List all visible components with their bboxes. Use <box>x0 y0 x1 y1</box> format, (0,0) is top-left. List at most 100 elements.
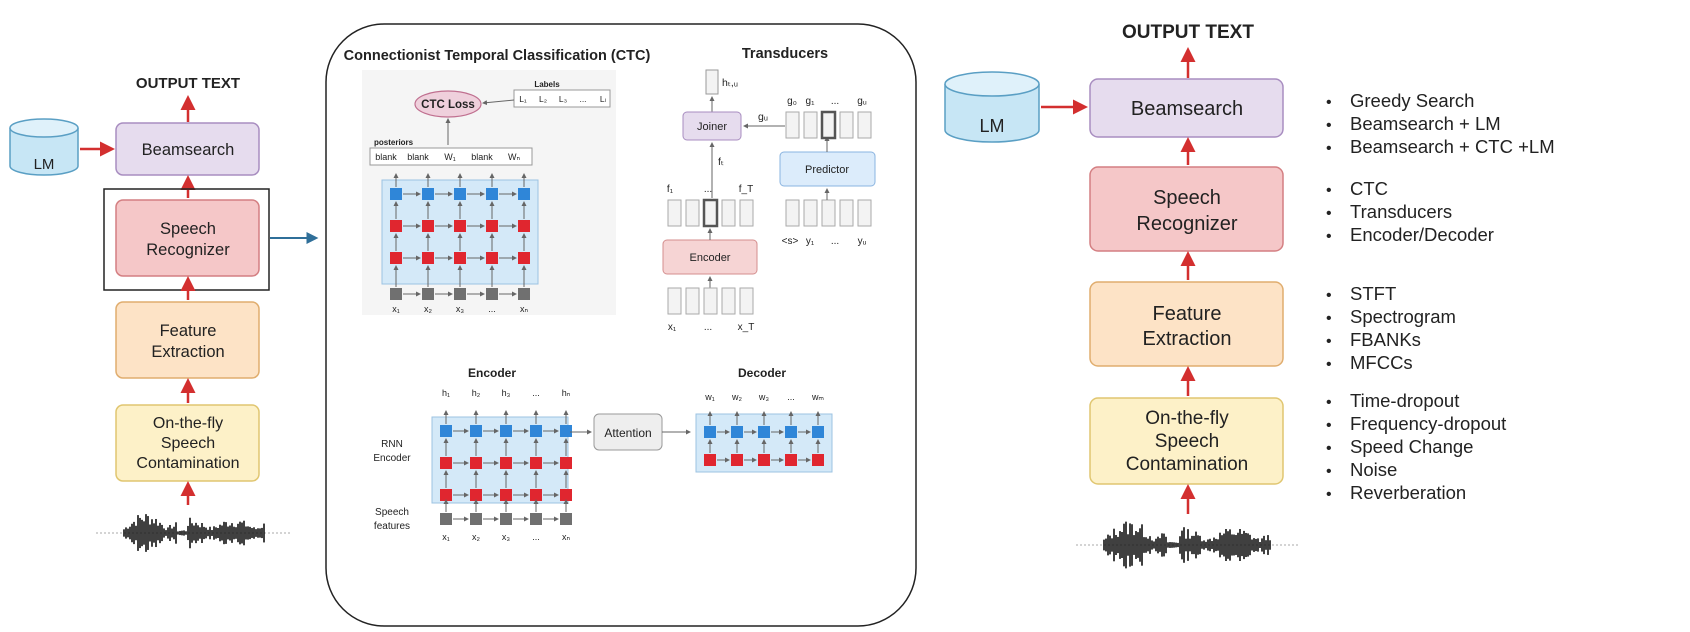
decoder-cell <box>785 454 797 466</box>
decoder-cell <box>704 454 716 466</box>
list-item: Spectrogram <box>1326 306 1456 329</box>
decoder-w-label: ... <box>787 392 795 402</box>
ctc-label-item: L₂ <box>539 94 547 104</box>
transducer-x-cell <box>703 287 718 315</box>
rnn-encoder-label-2: Encoder <box>373 453 411 464</box>
rnn-cell <box>530 457 542 469</box>
feature-options-list: STFT Spectrogram FBANKs MFCCs <box>1326 283 1456 375</box>
input-cell <box>390 288 402 300</box>
list-item: Speed Change <box>1326 436 1506 459</box>
encoder-h-label: h₃ <box>502 388 511 398</box>
rnn-cell <box>422 188 434 200</box>
transducer-y-label: ... <box>831 236 839 247</box>
rnn-cell <box>500 457 512 469</box>
left-recognizer-line2: Recognizer <box>146 241 230 259</box>
encdec-decoder-title: Decoder <box>738 366 786 380</box>
encoder-x-label: x₁ <box>442 532 450 542</box>
input-cell <box>500 513 512 525</box>
right-contamination-line2: Speech <box>1155 431 1219 452</box>
right-beamsearch-label: Beamsearch <box>1131 98 1243 120</box>
left-feature-box <box>115 301 260 379</box>
left-recognizer-box <box>115 199 260 277</box>
list-item: Time-dropout <box>1326 390 1506 413</box>
decoder-cell <box>812 454 824 466</box>
transducer-f-label: ... <box>704 184 712 195</box>
transducer-y-label: <s> <box>782 236 799 247</box>
transducer-g-cell <box>857 111 872 139</box>
decoder-cell <box>704 426 716 438</box>
rnn-cell <box>454 252 466 264</box>
ctc-labels-title: Labels <box>534 80 560 89</box>
ctc-input-label: x₂ <box>424 304 433 314</box>
left-pipeline: OUTPUT TEXT LM Beamsearch Speech Recogni… <box>9 75 319 552</box>
right-feature-line1: Feature <box>1153 303 1222 325</box>
ctc-posteriors-box <box>369 147 533 166</box>
rnn-cell <box>390 188 402 200</box>
rnn-cell <box>470 425 482 437</box>
left-waveform <box>96 514 292 552</box>
ctc-label-item: ... <box>579 94 586 104</box>
list-item: Transducers <box>1326 201 1494 224</box>
right-lm-label: LM <box>979 116 1004 136</box>
left-lm-cylinder: LM <box>9 118 79 176</box>
ctc-posterior-item: blank <box>407 152 429 162</box>
transducer-f-label: f_T <box>739 184 753 195</box>
rnn-cell <box>440 425 452 437</box>
predictor-label: Predictor <box>805 164 849 176</box>
input-cell <box>440 513 452 525</box>
transducer-x-label: x₁ <box>668 322 677 333</box>
transducer-gu-label: gᵤ <box>758 111 768 123</box>
transducers-title: Transducers <box>742 46 828 62</box>
list-item: Greedy Search <box>1326 90 1555 113</box>
right-feature-line2: Extraction <box>1143 328 1232 350</box>
left-contamination-line1: On-the-fly <box>153 415 223 432</box>
left-recognizer-line1: Speech <box>160 220 216 238</box>
ctc-input-label: x₃ <box>456 304 465 314</box>
rnn-cell <box>440 489 452 501</box>
transducer-g-cell <box>839 111 854 139</box>
transducer-f-label: f₁ <box>667 184 674 195</box>
transducer-y-cell <box>803 199 818 227</box>
encoder-h-label: h₁ <box>442 388 450 398</box>
center-panel: Connectionist Temporal Classification (C… <box>325 23 917 627</box>
input-cell <box>422 288 434 300</box>
joiner-label: Joiner <box>697 121 727 133</box>
transducer-f-cell <box>685 199 700 227</box>
rnn-cell <box>530 489 542 501</box>
joiner-box <box>682 111 742 141</box>
ctc-input-label: x₁ <box>392 304 400 314</box>
transducer-g-cell <box>785 111 800 139</box>
rnn-cell <box>390 252 402 264</box>
encoder-x-label: ... <box>532 532 540 542</box>
decoder-cell <box>758 454 770 466</box>
transducer-g-label: g₁ <box>806 96 816 107</box>
decoder-w-label: w₁ <box>704 392 715 402</box>
list-item: STFT <box>1326 283 1456 306</box>
transducer-g-label: gᵤ <box>857 96 867 107</box>
rnn-cell <box>560 457 572 469</box>
right-contamination-line3: Contamination <box>1126 454 1249 475</box>
list-item: FBANKs <box>1326 329 1456 352</box>
ctc-input-label: ... <box>488 304 496 314</box>
right-output-text: OUTPUT TEXT <box>1122 22 1254 43</box>
rnn-encoder-label-1: RNN <box>381 439 403 450</box>
transducer-x-cell <box>739 287 754 315</box>
list-item: Encoder/Decoder <box>1326 224 1494 247</box>
right-recognizer-line2: Recognizer <box>1136 213 1238 235</box>
decoder-cell <box>785 426 797 438</box>
ctc-posterior-item: Wₙ <box>508 152 520 162</box>
transducer-diagram: hₜ,ᵤ Joiner gᵤ fₜ Predictor Encoder f₁..… <box>662 69 876 333</box>
transducer-g-cell <box>803 111 818 139</box>
ctc-label-item: L₃ <box>559 94 567 104</box>
rnn-cell <box>486 252 498 264</box>
input-cell <box>470 513 482 525</box>
list-item: CTC <box>1326 178 1494 201</box>
encoder-h-label: h₂ <box>472 388 481 398</box>
attention-label: Attention <box>604 426 651 440</box>
input-cell <box>560 513 572 525</box>
input-cell <box>486 288 498 300</box>
transducer-h-label: hₜ,ᵤ <box>722 77 738 89</box>
contamination-options-list: Time-dropout Frequency-dropout Speed Cha… <box>1326 390 1506 505</box>
